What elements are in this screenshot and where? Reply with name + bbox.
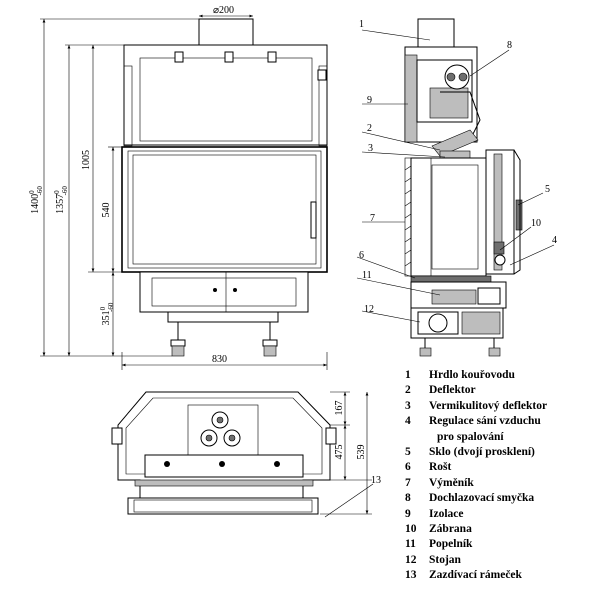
side-section-view: 1 8 9 2 3 5 10 4 7 6 11 12 [356, 18, 557, 357]
callout-3: 3 [368, 143, 373, 154]
legend-number: 6 [405, 461, 411, 474]
callout-12: 12 [364, 304, 374, 315]
legend-item: 2 Deflektor [405, 383, 595, 398]
legend-number: 2 [405, 384, 411, 397]
dim-plan-small: 167 [334, 401, 345, 416]
legend-item: 11 Popelník [405, 537, 595, 552]
dim-height-upper: 1005 [81, 150, 92, 170]
callout-5: 5 [545, 184, 550, 195]
legend-text: Stojan [429, 553, 461, 566]
legend-number: 1 [405, 369, 411, 381]
legend-number: 8 [405, 492, 411, 505]
legend-text: Hrdlo kouřovodu [429, 369, 515, 381]
svg-text:13570-60: 13570-60 [53, 186, 69, 214]
callout-4: 4 [552, 235, 557, 246]
legend-item: 8 Dochlazovací smyčka [405, 491, 595, 506]
dim-diameter: ⌀200 [213, 5, 234, 16]
legend-text: Rošt [429, 461, 452, 474]
dim-plan-depth: 475 [334, 445, 345, 460]
dim-width-front: 830 [212, 354, 227, 365]
callout-7: 7 [370, 213, 375, 224]
legend-list: 1 Hrdlo kouřovodu 2 Deflektor 3 Vermikulitový… [405, 368, 595, 583]
front-view: ⌀200 14000-60 13570-60 1005 540 3510-60 … [28, 5, 328, 370]
legend-text: Vermikulitový deflektor [429, 399, 548, 412]
svg-text:14000-60: 14000-60 [28, 186, 44, 214]
legend-item: 3 Vermikulitový deflektor [405, 399, 595, 414]
legend-number: 7 [405, 476, 411, 489]
legend-number: 9 [405, 507, 411, 520]
callout-6: 6 [359, 250, 364, 261]
legend-number: 5 [405, 445, 411, 458]
legend-number: 11 [405, 538, 416, 551]
legend-text: Deflektor [429, 384, 476, 397]
callout-11: 11 [362, 270, 372, 281]
legend-item: 12 Stojan [405, 553, 595, 568]
dim-height-mid: 1357 [55, 194, 66, 214]
legend-item: 10 Zábrana [405, 522, 595, 537]
legend-text: Dochlazovací smyčka [429, 492, 535, 505]
legend-item: 5 Sklo (dvojí prosklení) [405, 445, 595, 460]
svg-text:3510-60: 3510-60 [99, 302, 115, 325]
callout-1: 1 [359, 19, 364, 30]
legend-number: 3 [405, 399, 411, 412]
dim-height-glass: 540 [101, 203, 112, 218]
legend-item: 13 Zazdívací rámeček [405, 568, 595, 583]
legend-item: 7 Výměník [405, 476, 595, 491]
legend-number: 4 [405, 415, 411, 428]
legend-text: Sklo (dvojí prosklení) [429, 445, 535, 458]
legend-text: Zábrana [429, 522, 472, 535]
legend-number: 13 [405, 569, 417, 582]
plan-view: 167 475 539 13 [111, 391, 381, 518]
legend-text: Izolace [429, 507, 464, 520]
callout-2: 2 [367, 123, 372, 134]
dim-plan-total: 539 [356, 445, 367, 460]
legend-text: pro spalování [437, 430, 504, 443]
legend-text: Popelník [429, 538, 473, 551]
dim-height-base: 351 [101, 310, 112, 325]
legend-item: 4 Regulace sání vzduchu [405, 414, 595, 429]
legend-text: Výměník [429, 476, 474, 489]
legend-item: 1 Hrdlo kouřovodu [405, 368, 595, 383]
legend-item: 6 Rošt [405, 460, 595, 475]
callout-8: 8 [507, 40, 512, 51]
dim-height-total: 1400 [30, 194, 41, 214]
legend-text: Zazdívací rámeček [429, 569, 522, 582]
legend-number: 10 [405, 522, 417, 535]
legend: 1 Hrdlo kouřovodu 2 Deflektor 3 Vermikulitový… [405, 368, 595, 583]
legend-text: Regulace sání vzduchu [429, 415, 541, 428]
legend-number [405, 430, 429, 445]
legend-item: 9 Izolace [405, 507, 595, 522]
legend-number: 12 [405, 553, 417, 566]
legend-item: pro spalování [405, 430, 595, 445]
callout-10: 10 [531, 218, 541, 229]
callout-13: 13 [371, 475, 381, 486]
callout-9: 9 [367, 95, 372, 106]
